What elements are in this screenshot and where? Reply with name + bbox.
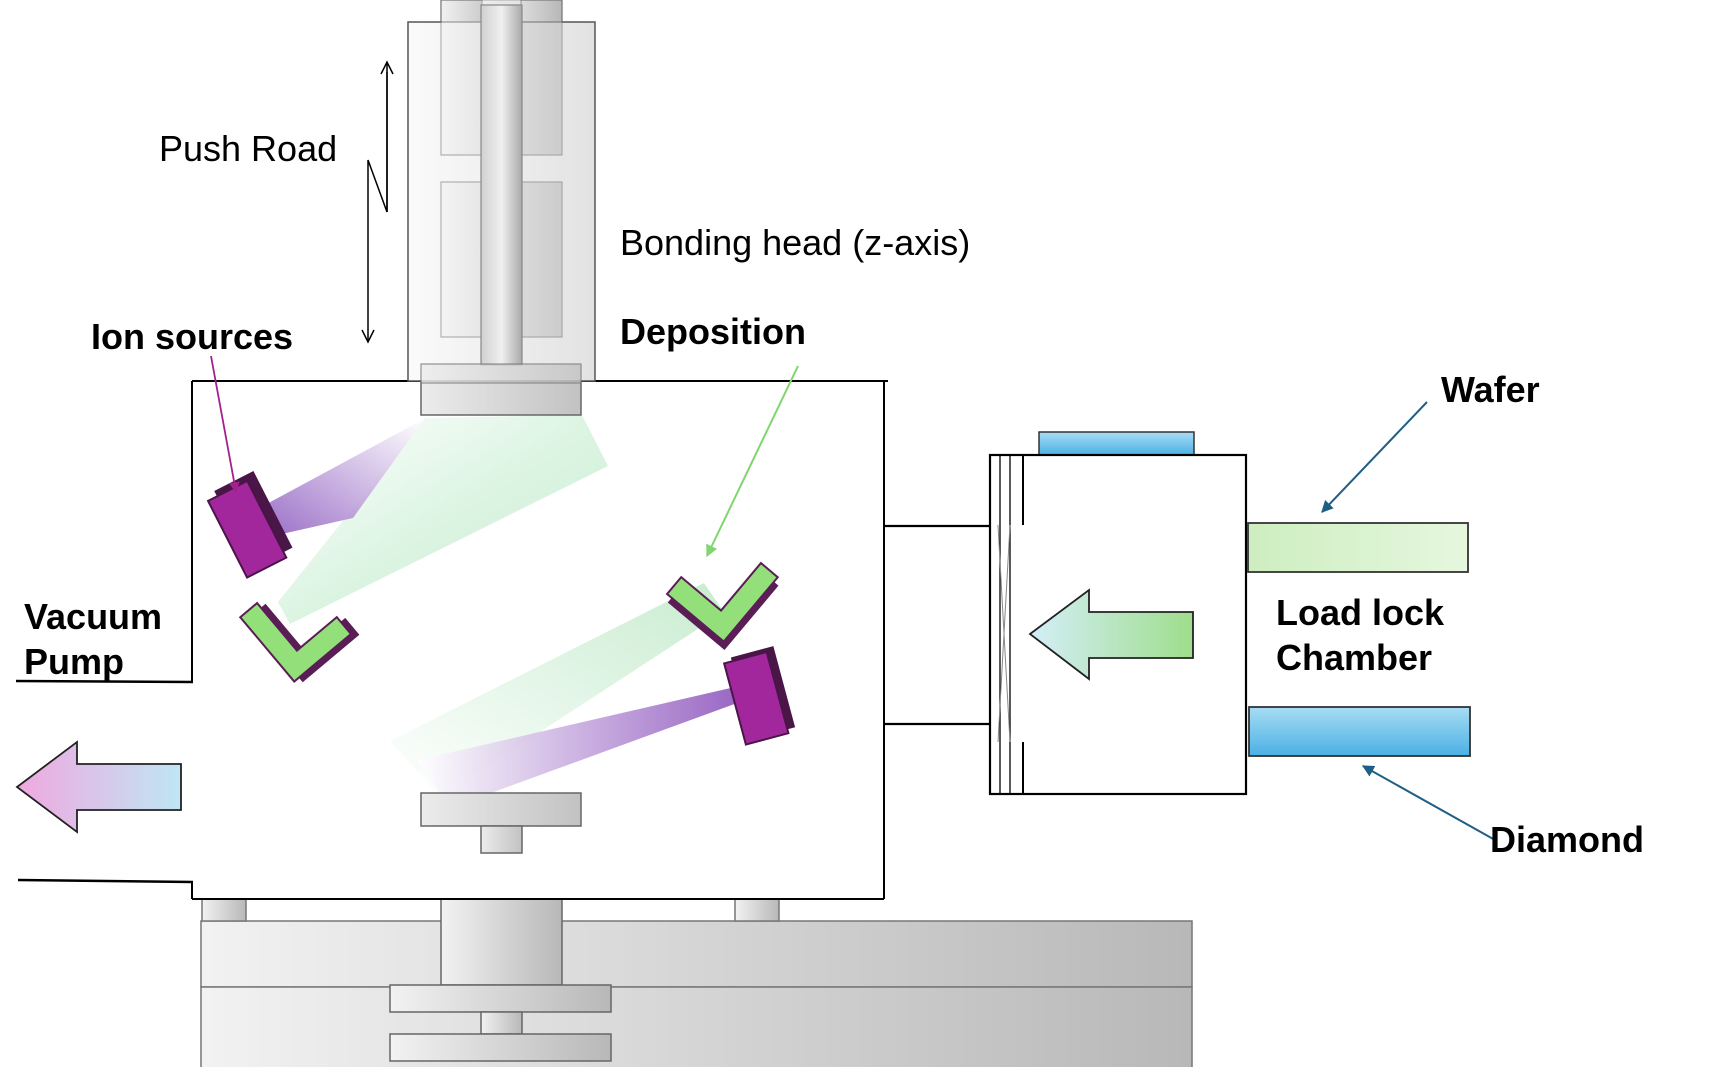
vacuum-pump-label-line1: Vacuum [24, 596, 162, 637]
deposition-beams [278, 415, 724, 797]
bonding-head [407, 0, 596, 384]
ion-source-left [206, 471, 293, 579]
wafer-label: Wafer [1441, 369, 1540, 410]
vacuum-pump-arrow [15, 740, 182, 834]
ion-source-right [722, 646, 796, 746]
vacuum-pump-label-line2: Pump [24, 641, 124, 682]
diamond-callout [1361, 765, 1496, 841]
upper-chuck [420, 380, 582, 416]
ion-sources-label: Ion sources [91, 316, 293, 357]
deposition-callout [706, 365, 799, 558]
base-platform [200, 896, 1193, 1067]
load-lock-label-line1: Load lock [1276, 592, 1445, 633]
deposition-label: Deposition [620, 311, 806, 352]
load-direction-arrow [1028, 588, 1194, 681]
push-road-label: Push Road [159, 128, 337, 169]
load-lock-label-line2: Chamber [1276, 637, 1432, 678]
ion-beams [250, 419, 748, 808]
wafer-callout [1321, 401, 1428, 513]
vacuum-duct [15, 679, 194, 884]
diamond-label: Diamond [1490, 819, 1644, 860]
wafer-sample [1247, 522, 1469, 573]
lower-chuck [420, 792, 582, 854]
bonding-head-label: Bonding head (z-axis) [620, 222, 970, 263]
ion-sources-callout [210, 355, 240, 494]
load-lock-chamber [988, 431, 1248, 796]
deposition-source-right [665, 561, 780, 651]
z-axis-motion-arrow [361, 60, 394, 344]
deposition-source-left [238, 601, 360, 683]
transfer-tube [885, 524, 990, 726]
diamond-sample [1248, 706, 1471, 757]
